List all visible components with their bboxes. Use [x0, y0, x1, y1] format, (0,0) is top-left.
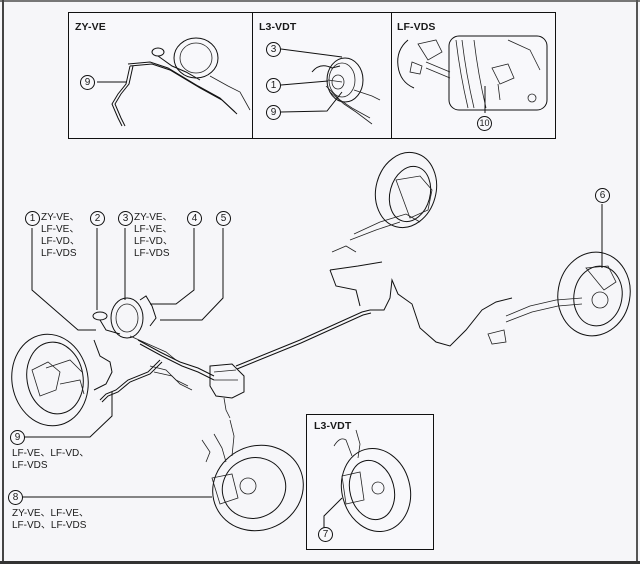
rear-right-wheel-art [488, 246, 637, 344]
l3-vdt-booster-art [312, 58, 380, 124]
callout-9: 9 [10, 430, 25, 445]
scan-edge-bottom [0, 561, 640, 564]
lf-vds-abs-sensor-art [398, 36, 547, 110]
panel-divider [252, 13, 254, 138]
panel-title-zy-ve: ZY-VE [75, 21, 106, 33]
front-left-wheel-art [5, 328, 96, 432]
callout-5: 5 [216, 211, 231, 226]
callout-10-lf-vds: 10 [477, 116, 492, 131]
scan-edge-right [636, 0, 638, 564]
callout-9-l3-vdt: 9 [266, 105, 281, 120]
brake-booster-art [93, 296, 176, 360]
brake-pipes-front-art [94, 340, 214, 402]
scan-edge-left [2, 0, 4, 564]
engine-variant-insets: ZY-VE L3-VDT LF-VDS [68, 12, 556, 139]
callout-8: 8 [8, 490, 23, 505]
callout-4: 4 [187, 211, 202, 226]
panel-title-l3-vdt-rear: L3-VDT [314, 420, 352, 432]
callout-2: 2 [90, 211, 105, 226]
callout-3: 3 [118, 211, 133, 226]
l3-vdt-rear-wheel-art [332, 430, 419, 539]
callout-9-zy-ve: 9 [80, 75, 95, 90]
panel-title-l3-vdt: L3-VDT [259, 21, 297, 33]
panel-divider [391, 13, 393, 138]
callout-6: 6 [595, 188, 610, 203]
rear-left-wheel-art [332, 146, 445, 252]
callout-8-note: ZY-VE、LF-VE、 LF-VD、LF-VDS [12, 508, 89, 531]
callout-9-note: LF-VE、LF-VD、 LF-VDS [12, 448, 90, 471]
callout-1: 1 [25, 211, 40, 226]
callout-3-l3-vdt: 3 [266, 42, 281, 57]
front-right-wheel-art [199, 420, 318, 546]
callout-3-note: ZY-VE、 LF-VE、 LF-VD、 LF-VDS [134, 212, 173, 259]
callout-1-l3-vdt: 1 [266, 78, 281, 93]
scan-edge-top [0, 0, 640, 2]
callout-1-note: ZY-VE、 LF-VE、 LF-VD、 LF-VDS [41, 212, 80, 259]
zy-ve-master-cylinder-art [112, 38, 250, 126]
callout-7: 7 [318, 527, 333, 542]
panel-title-lf-vds: LF-VDS [397, 21, 436, 33]
hydraulic-unit-art [210, 364, 244, 418]
rear-brake-pipe-art [236, 262, 512, 369]
